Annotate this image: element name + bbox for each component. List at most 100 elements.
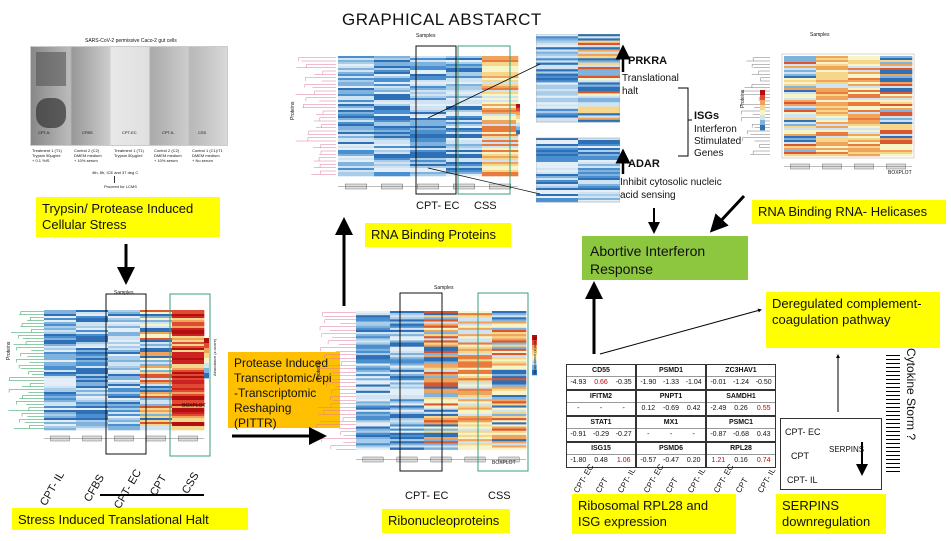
heatmap-cell <box>410 102 447 105</box>
gene-value: 0.12 <box>641 405 656 412</box>
heatmap-cell <box>390 334 425 337</box>
heatmap-cell <box>76 364 109 367</box>
heatmap-cell <box>458 399 493 402</box>
heatmap-cell <box>446 140 483 143</box>
connector-rbp-prkra <box>427 63 541 119</box>
heatmap-cell <box>446 72 483 75</box>
heatmap-cell <box>492 325 527 329</box>
legend-swatch <box>204 338 209 344</box>
gene-name: PSMD6 <box>637 443 705 455</box>
heatmap-cell <box>482 98 519 101</box>
heatmap-cell <box>76 400 109 403</box>
heatmap-cell <box>784 126 817 129</box>
heatmap-cell <box>816 90 849 93</box>
main-legend <box>204 338 209 379</box>
heatmap-cell <box>848 60 881 63</box>
heatmap-cell <box>424 355 459 358</box>
legend-swatch <box>516 130 520 135</box>
heatmap-cell <box>536 158 579 161</box>
heatmap-cell <box>76 342 109 345</box>
serpins-label: SERPINS <box>829 445 865 454</box>
heatmap-cell <box>410 124 447 127</box>
heatmap-cell <box>172 362 205 365</box>
heatmap-cell <box>356 344 391 347</box>
heatmap-cell <box>848 100 881 103</box>
heatmap-cell <box>578 60 620 63</box>
heatmap-cell <box>816 94 849 97</box>
heatmap-cell <box>410 112 447 115</box>
heatmap-cell <box>848 66 881 69</box>
heatmap-cell <box>390 413 425 417</box>
gene-value: -4.93 <box>570 379 587 386</box>
heatmap-cell <box>492 374 527 377</box>
heatmap-cell <box>338 106 375 109</box>
heatmap-cell <box>536 184 579 187</box>
heatmap-cell <box>410 56 447 59</box>
heatmap-cell <box>848 72 881 75</box>
heatmap-cell <box>578 154 620 157</box>
heatmap-cell <box>848 56 881 59</box>
heatmap-cell <box>458 388 493 392</box>
heatmap-cell <box>172 358 205 361</box>
heatmap-cell <box>492 413 527 417</box>
heatmap-cell <box>140 360 173 363</box>
heatmap-cell <box>536 117 579 121</box>
heatmap-cell <box>424 432 459 436</box>
heatmap-cell <box>578 47 620 50</box>
heatmap-cell <box>108 316 141 319</box>
heatmap-cell <box>108 312 141 315</box>
heatmap-cell <box>44 404 77 407</box>
heatmap-cell <box>108 376 141 379</box>
heatmap-cell <box>578 73 620 77</box>
heatmap-cell <box>338 86 375 89</box>
heatmap-cell <box>880 136 913 139</box>
heatmap-cell <box>390 323 425 326</box>
heatmap-cell <box>536 164 579 167</box>
heatmap-cell <box>536 95 579 99</box>
heatmap-cell <box>44 418 77 421</box>
heatmap-cell <box>390 327 425 331</box>
heatmap-cell <box>356 374 391 377</box>
heatmap-cell <box>374 112 411 115</box>
heatmap-cell <box>172 380 205 383</box>
heatmap-cell <box>578 115 620 118</box>
heatmap-cell <box>848 108 881 111</box>
heatmap-cell <box>172 368 205 371</box>
heatmap-cell <box>338 56 375 59</box>
heatmap-cell <box>338 158 375 161</box>
heatmap-main <box>8 293 211 457</box>
micrograph-texture <box>36 52 66 86</box>
heatmap-cell <box>424 338 459 341</box>
gene-value: -1.90 <box>640 379 657 386</box>
heatmap-cell <box>492 418 527 421</box>
heatmap-cell <box>108 418 141 421</box>
heatmap-cell <box>482 138 519 141</box>
heatmap-cell <box>816 66 849 69</box>
heatmap-cell <box>458 405 493 408</box>
heatmap-cell <box>424 353 459 356</box>
heatmap-cell <box>482 164 519 167</box>
heatmap-cell <box>356 422 391 425</box>
heatmap-cell <box>424 329 459 333</box>
heatmap-cell <box>338 96 375 99</box>
heatmap-cell <box>356 399 391 402</box>
heatmap-rnp-boxplot-label: BOXPLOT <box>492 460 516 466</box>
heatmap-cell <box>578 150 620 153</box>
heatmap-cell <box>140 370 173 373</box>
heatmap-cell <box>356 327 391 331</box>
heatmap-cell <box>374 68 411 71</box>
heatmap-cell <box>390 371 425 375</box>
heatmap-cell <box>44 382 77 385</box>
heatmap-cell <box>356 376 391 379</box>
heatmap-cell <box>374 170 411 173</box>
heatmap-cell <box>446 124 483 127</box>
heatmap-cell <box>536 182 579 185</box>
heatmap-cell <box>76 328 109 331</box>
heatmap-cell <box>356 329 391 333</box>
heatmap-cell <box>424 426 459 429</box>
heatmap-cell <box>578 89 620 92</box>
heatmap-cell <box>108 338 141 341</box>
heatmap-cell <box>446 142 483 145</box>
heatmap-cell <box>784 118 817 121</box>
